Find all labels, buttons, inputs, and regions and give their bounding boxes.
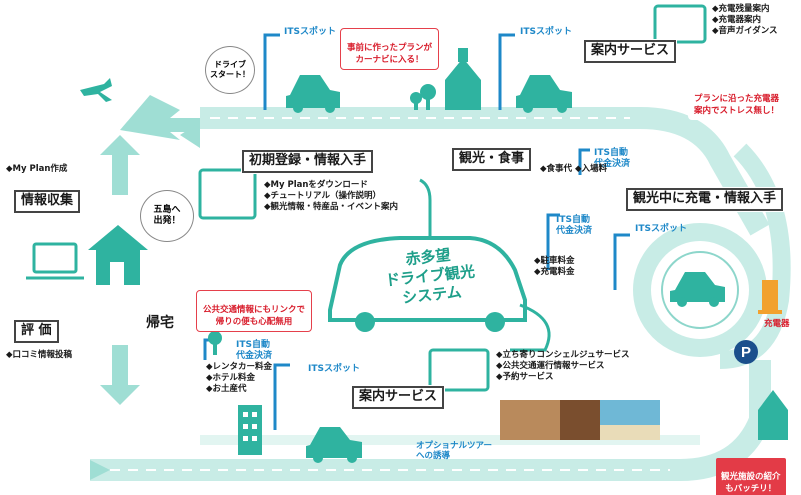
its-pay-label: ITS自動 代金決済 [236, 340, 273, 361]
guide-top-item: ◆充電残量案内 [712, 4, 770, 14]
church-icon [445, 48, 481, 110]
office-building-icon [238, 405, 262, 455]
sightseeing-food-label: 観光・食事 [459, 151, 525, 166]
lighthouse-icon [758, 390, 788, 440]
house-icon [88, 225, 148, 285]
plug-cord [419, 178, 432, 238]
optional-tour-photos [500, 400, 660, 440]
guide-service-bottom-box: 案内サービス [352, 386, 445, 409]
callout-plan-to-carnavi: 事前に作ったプランが カーナビに入る！ [340, 28, 440, 71]
goto-island-bubble: 五島へ 出発！ [140, 190, 194, 242]
its-spot-label: ITSスポット [635, 224, 687, 234]
parking-item: ◆駐車料金 [534, 256, 575, 266]
rental-list: ◆レンタカー料金 ◆ホテル料金 ◆お土産代 [206, 362, 272, 395]
charging-info-box: 観光中に充電・情報入手 [626, 188, 784, 211]
charger-label: 充電器 [764, 319, 790, 329]
system-title-text: 赤多望 ドライブ観光 システム [384, 245, 476, 307]
kiosk-screen-icon [198, 4, 707, 392]
sightseeing-food-box: 観光・食事 [452, 148, 532, 171]
myplan-item: ◆My Plan作成 [6, 164, 68, 174]
road-top [200, 107, 770, 236]
its-spot-label: ITSスポット [520, 27, 572, 37]
concierge-item: ◆公共交通運行情報サービス [496, 360, 605, 371]
parking-item: ◆充電料金 [534, 266, 575, 277]
return-home-label: 帰宅 [142, 314, 178, 333]
car-icons [286, 75, 725, 463]
airplane-icon [80, 78, 112, 102]
drive-start-text: ドライブ スタート！ [210, 60, 250, 79]
food-fee-list: ◆食事代 ◆入場料 [540, 164, 607, 176]
rental-item: ◆お土産代 [206, 383, 247, 394]
rental-item: ◆ホテル料金 [206, 372, 256, 383]
charger-icon [758, 280, 782, 314]
concierge-item: ◆立ち寄りコンシェルジュサービス [496, 350, 630, 360]
charging-info-label: 観光中に充電・情報入手 [633, 191, 777, 206]
concierge-list: ◆立ち寄りコンシェルジュサービス ◆公共交通運行情報サービス ◆予約サービス [496, 350, 629, 383]
guide-top-list: ◆充電残量案内 ◆充電器案内 ◆音声ガイダンス [712, 4, 778, 37]
guide-service-top-box: 案内サービス [584, 40, 677, 63]
callout-public-transport: 公共交通情報にもリンクで 帰りの便も心配無用 [196, 290, 313, 333]
its-pay-label: ITS自動 代金決済 [556, 215, 593, 236]
info-collection-box: 情報収集 [14, 190, 81, 213]
guide-service-top-label: 案内サービス [591, 43, 670, 58]
rental-item: ◆レンタカー料金 [206, 362, 273, 372]
laptop-icon [26, 242, 84, 280]
callout-stressfree: プランに沿った充電器 案内でストレス無し！ [688, 80, 786, 121]
flow-arrows [90, 95, 200, 480]
its-pay-label: ITS自動 代金決済 [594, 148, 631, 169]
tree-icons [208, 84, 436, 355]
review-list: ◆口コミ情報投稿 [6, 350, 72, 362]
evaluation-box: 評 価 [14, 320, 59, 343]
initial-item: ◆観光情報・特産品・イベント案内 [264, 201, 399, 212]
optional-tour-label: オプショナルツアー への誘導 [416, 440, 492, 461]
its-spot-label: ITSスポット [308, 364, 360, 374]
callout-sightseeing-intro: 観光施設の紹介 もバッチリ！ [716, 458, 786, 495]
road-bottom [90, 360, 771, 481]
review-item: ◆口コミ情報投稿 [6, 350, 73, 360]
guide-top-item: ◆音声ガイダンス [712, 25, 778, 36]
initial-item: ◆My Planをダウンロード [264, 180, 368, 190]
guide-service-bottom-label: 案内サービス [359, 389, 438, 404]
initial-registration-box: 初期登録・情報入手 [242, 150, 374, 173]
initial-registration-label: 初期登録・情報入手 [249, 153, 367, 168]
info-collection-label: 情報収集 [21, 193, 74, 208]
its-spot-label: ITSスポット [284, 27, 336, 37]
initial-list: ◆My Planをダウンロード ◆チュートリアル（操作説明） ◆観光情報・特産品… [264, 180, 398, 213]
guide-top-item: ◆充電器案内 [712, 14, 762, 25]
myplan-list: ◆My Plan作成 [6, 164, 67, 176]
roundabout [633, 223, 767, 357]
concierge-item: ◆予約サービス [496, 371, 554, 382]
its-pole-icons [203, 33, 630, 430]
goto-island-text: 五島へ 出発！ [153, 205, 181, 226]
parking-badge: P [734, 340, 758, 364]
food-fee-item: ◆食事代 ◆入場料 [540, 164, 608, 174]
initial-item: ◆チュートリアル（操作説明） [264, 190, 381, 201]
drive-start-bubble: ドライブ スタート！ [205, 46, 255, 94]
parking-list: ◆駐車料金 ◆充電料金 [534, 256, 575, 279]
evaluation-label: 評 価 [21, 323, 52, 338]
central-car-outline [328, 236, 527, 322]
